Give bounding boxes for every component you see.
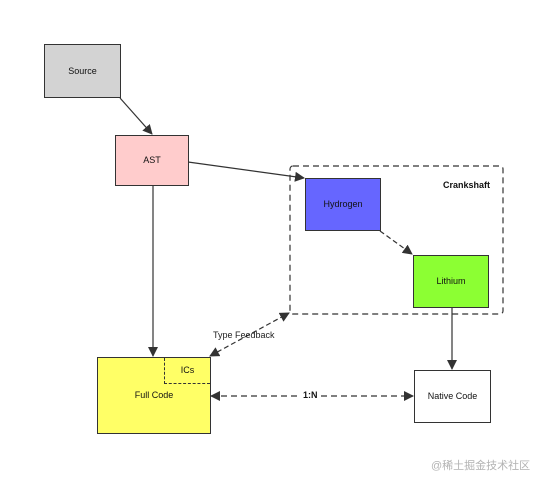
watermark: @稀土掘金技术社区 xyxy=(431,460,531,472)
edge-type-feedback xyxy=(209,312,290,357)
source-node: Source xyxy=(44,44,121,98)
edge-source-to-ast xyxy=(119,97,153,135)
ast-node: AST xyxy=(115,135,189,186)
native-code-node: Native Code xyxy=(414,370,491,423)
crankshaft-group-frame xyxy=(289,165,504,315)
ics-node: ICs xyxy=(164,358,210,384)
full-code-label: Full Code xyxy=(134,390,174,400)
crankshaft-group-title: Crankshaft xyxy=(443,180,491,190)
hydrogen-node: Hydrogen xyxy=(305,178,381,231)
edge-hydrogen-to-lithium xyxy=(379,230,413,255)
type-feedback-label: Type Feedback xyxy=(213,330,275,340)
lithium-node: Lithium xyxy=(413,255,489,308)
ratio-label: 1:N xyxy=(301,390,320,400)
edge-ast-to-hydrogen xyxy=(187,161,305,182)
full-code-node: Full Code xyxy=(97,357,211,434)
